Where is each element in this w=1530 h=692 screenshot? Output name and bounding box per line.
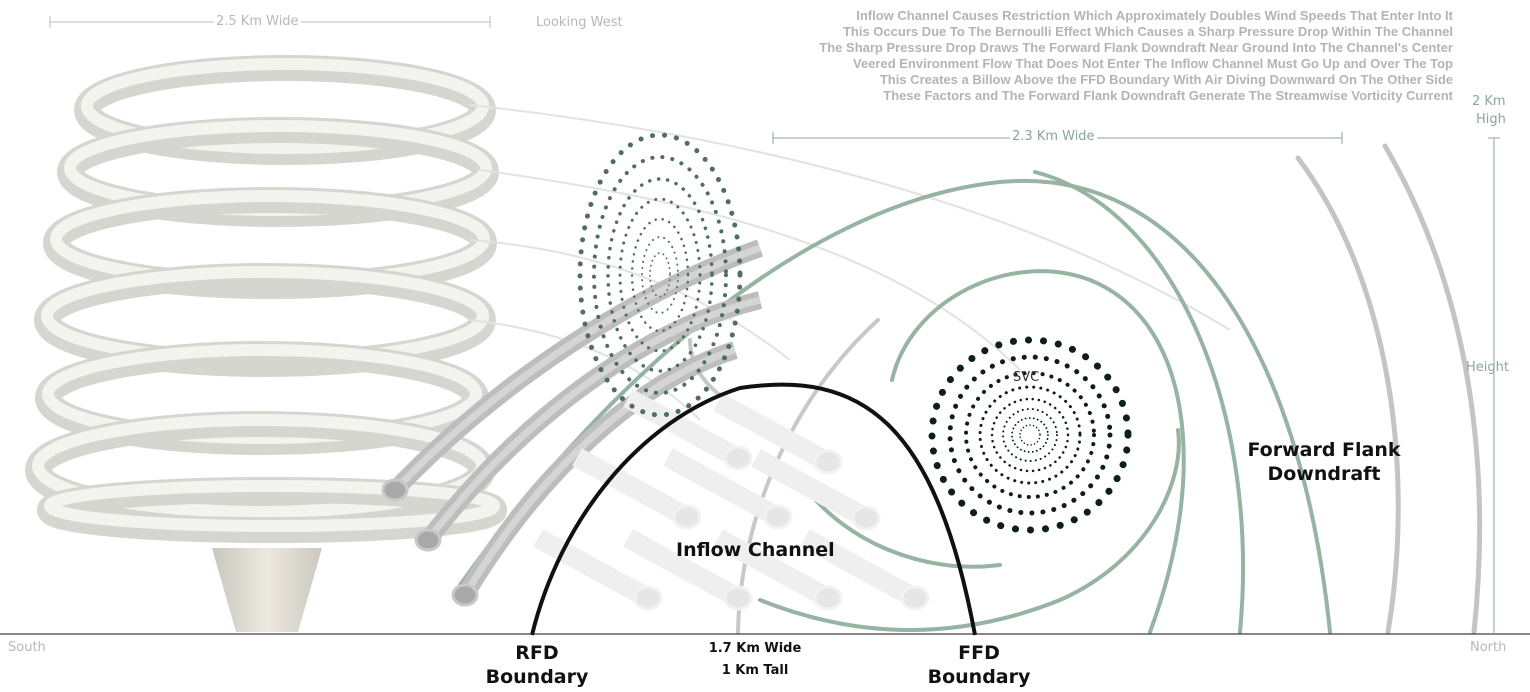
coil-ring-highlight — [44, 480, 500, 532]
inflow-channel-boundary — [530, 382, 977, 636]
coil-ring-highlight — [42, 344, 482, 444]
svc-label: SVC — [1013, 370, 1040, 385]
tornado-coils — [25, 55, 507, 543]
faint-tube — [533, 529, 653, 607]
note-line: Inflow Channel Causes Restriction Which … — [856, 8, 1453, 23]
channel-size-label: 1.7 Km Wide 1 Km Tall — [690, 638, 820, 682]
south-label: South — [8, 640, 46, 655]
height-mid-label: Height — [1466, 360, 1509, 375]
faint-tube-end — [723, 445, 753, 471]
faint-tube — [751, 449, 871, 527]
ffd-b-label-line2: Boundary — [927, 666, 1031, 688]
rfd-label-line1: RFD — [515, 642, 559, 664]
inflow-tube-highlight — [392, 244, 762, 493]
inflow-channel-label: Inflow Channel — [676, 539, 835, 561]
vortex-ring — [577, 132, 743, 418]
vortex-ring — [592, 155, 728, 395]
ffd-label-line2: Downdraft — [1267, 463, 1381, 485]
faint-tube — [713, 529, 833, 607]
note-line: Veered Environment Flow That Does Not En… — [853, 56, 1453, 71]
note-line: The Sharp Pressure Drop Draws The Forwar… — [819, 40, 1453, 55]
inflow-tube-end — [451, 583, 479, 607]
note-line: These Factors and The Forward Flank Down… — [883, 88, 1453, 103]
width-right-label: 2.3 Km Wide — [1010, 129, 1097, 144]
ffd-label-line1: Forward Flank — [1247, 439, 1401, 461]
looking-west-label: Looking West — [536, 15, 623, 30]
vortex-ring — [630, 217, 690, 333]
faint-tube-end — [813, 449, 843, 475]
channel-height-label: 1 Km Tall — [721, 663, 789, 678]
vortex-ring — [1011, 417, 1049, 453]
faint-tube — [623, 529, 743, 607]
width-left-label: 2.5 Km Wide — [214, 14, 301, 29]
ffd-boundary-label: FFD Boundary — [918, 641, 1040, 689]
vortex-ring — [964, 371, 1096, 499]
inflow-tube-end — [414, 528, 442, 552]
faint-tube-end — [763, 504, 793, 530]
vortex-ring — [618, 197, 702, 353]
faint-tube-end — [813, 585, 843, 611]
note-line: This Creates a Billow Above the FFD Boun… — [879, 72, 1453, 87]
vortex-ring — [1002, 408, 1058, 462]
vortex-ring — [978, 385, 1082, 485]
faint-tube-end — [851, 505, 881, 531]
vortex-ring — [641, 236, 679, 314]
inflow-tube-ends — [533, 389, 930, 611]
rfd-boundary-label: RFD Boundary — [476, 641, 598, 689]
channel-width-label: 1.7 Km Wide — [708, 641, 802, 656]
ffd-b-label-line1: FFD — [958, 642, 1000, 664]
vortex-ring — [649, 252, 671, 298]
vortex-ring — [928, 336, 1132, 534]
inflow-tube-highlight — [461, 346, 737, 597]
faint-tube — [713, 393, 833, 471]
faint-tube — [623, 389, 743, 467]
faint-tube-end — [672, 504, 702, 530]
faint-tube-end — [723, 585, 753, 611]
faint-tube — [572, 448, 692, 526]
inflow-tube-highlight — [425, 296, 761, 543]
gray-arcs-right — [1295, 143, 1483, 635]
ffd-label: Forward Flank Downdraft — [1236, 438, 1412, 486]
vortex-ring — [947, 354, 1113, 516]
faint-tube — [800, 529, 920, 607]
faint-tube-end — [633, 585, 663, 611]
rfd-label-line2: Boundary — [485, 666, 589, 688]
vortex-ring — [1019, 424, 1041, 446]
explanation-notes: Inflow Channel Causes Restriction Which … — [675, 8, 1453, 104]
height-top-label: 2 Km — [1472, 94, 1506, 109]
tornado-funnel — [212, 548, 322, 632]
faint-tube — [663, 448, 783, 526]
rear-vortex-dotted — [577, 132, 743, 418]
north-label: North — [1470, 640, 1507, 655]
vortex-ring — [606, 177, 714, 373]
svc-vortex-dotted — [928, 336, 1132, 534]
note-line: This Occurs Due To The Bernoulli Effect … — [842, 24, 1453, 39]
inflow-tubes — [381, 239, 763, 607]
height-top-label-2: High — [1476, 112, 1506, 127]
coil-streamlines — [469, 104, 1231, 421]
faint-tube-end — [900, 585, 930, 611]
vortex-ring — [990, 397, 1070, 473]
inflow-tube-end — [381, 478, 409, 502]
